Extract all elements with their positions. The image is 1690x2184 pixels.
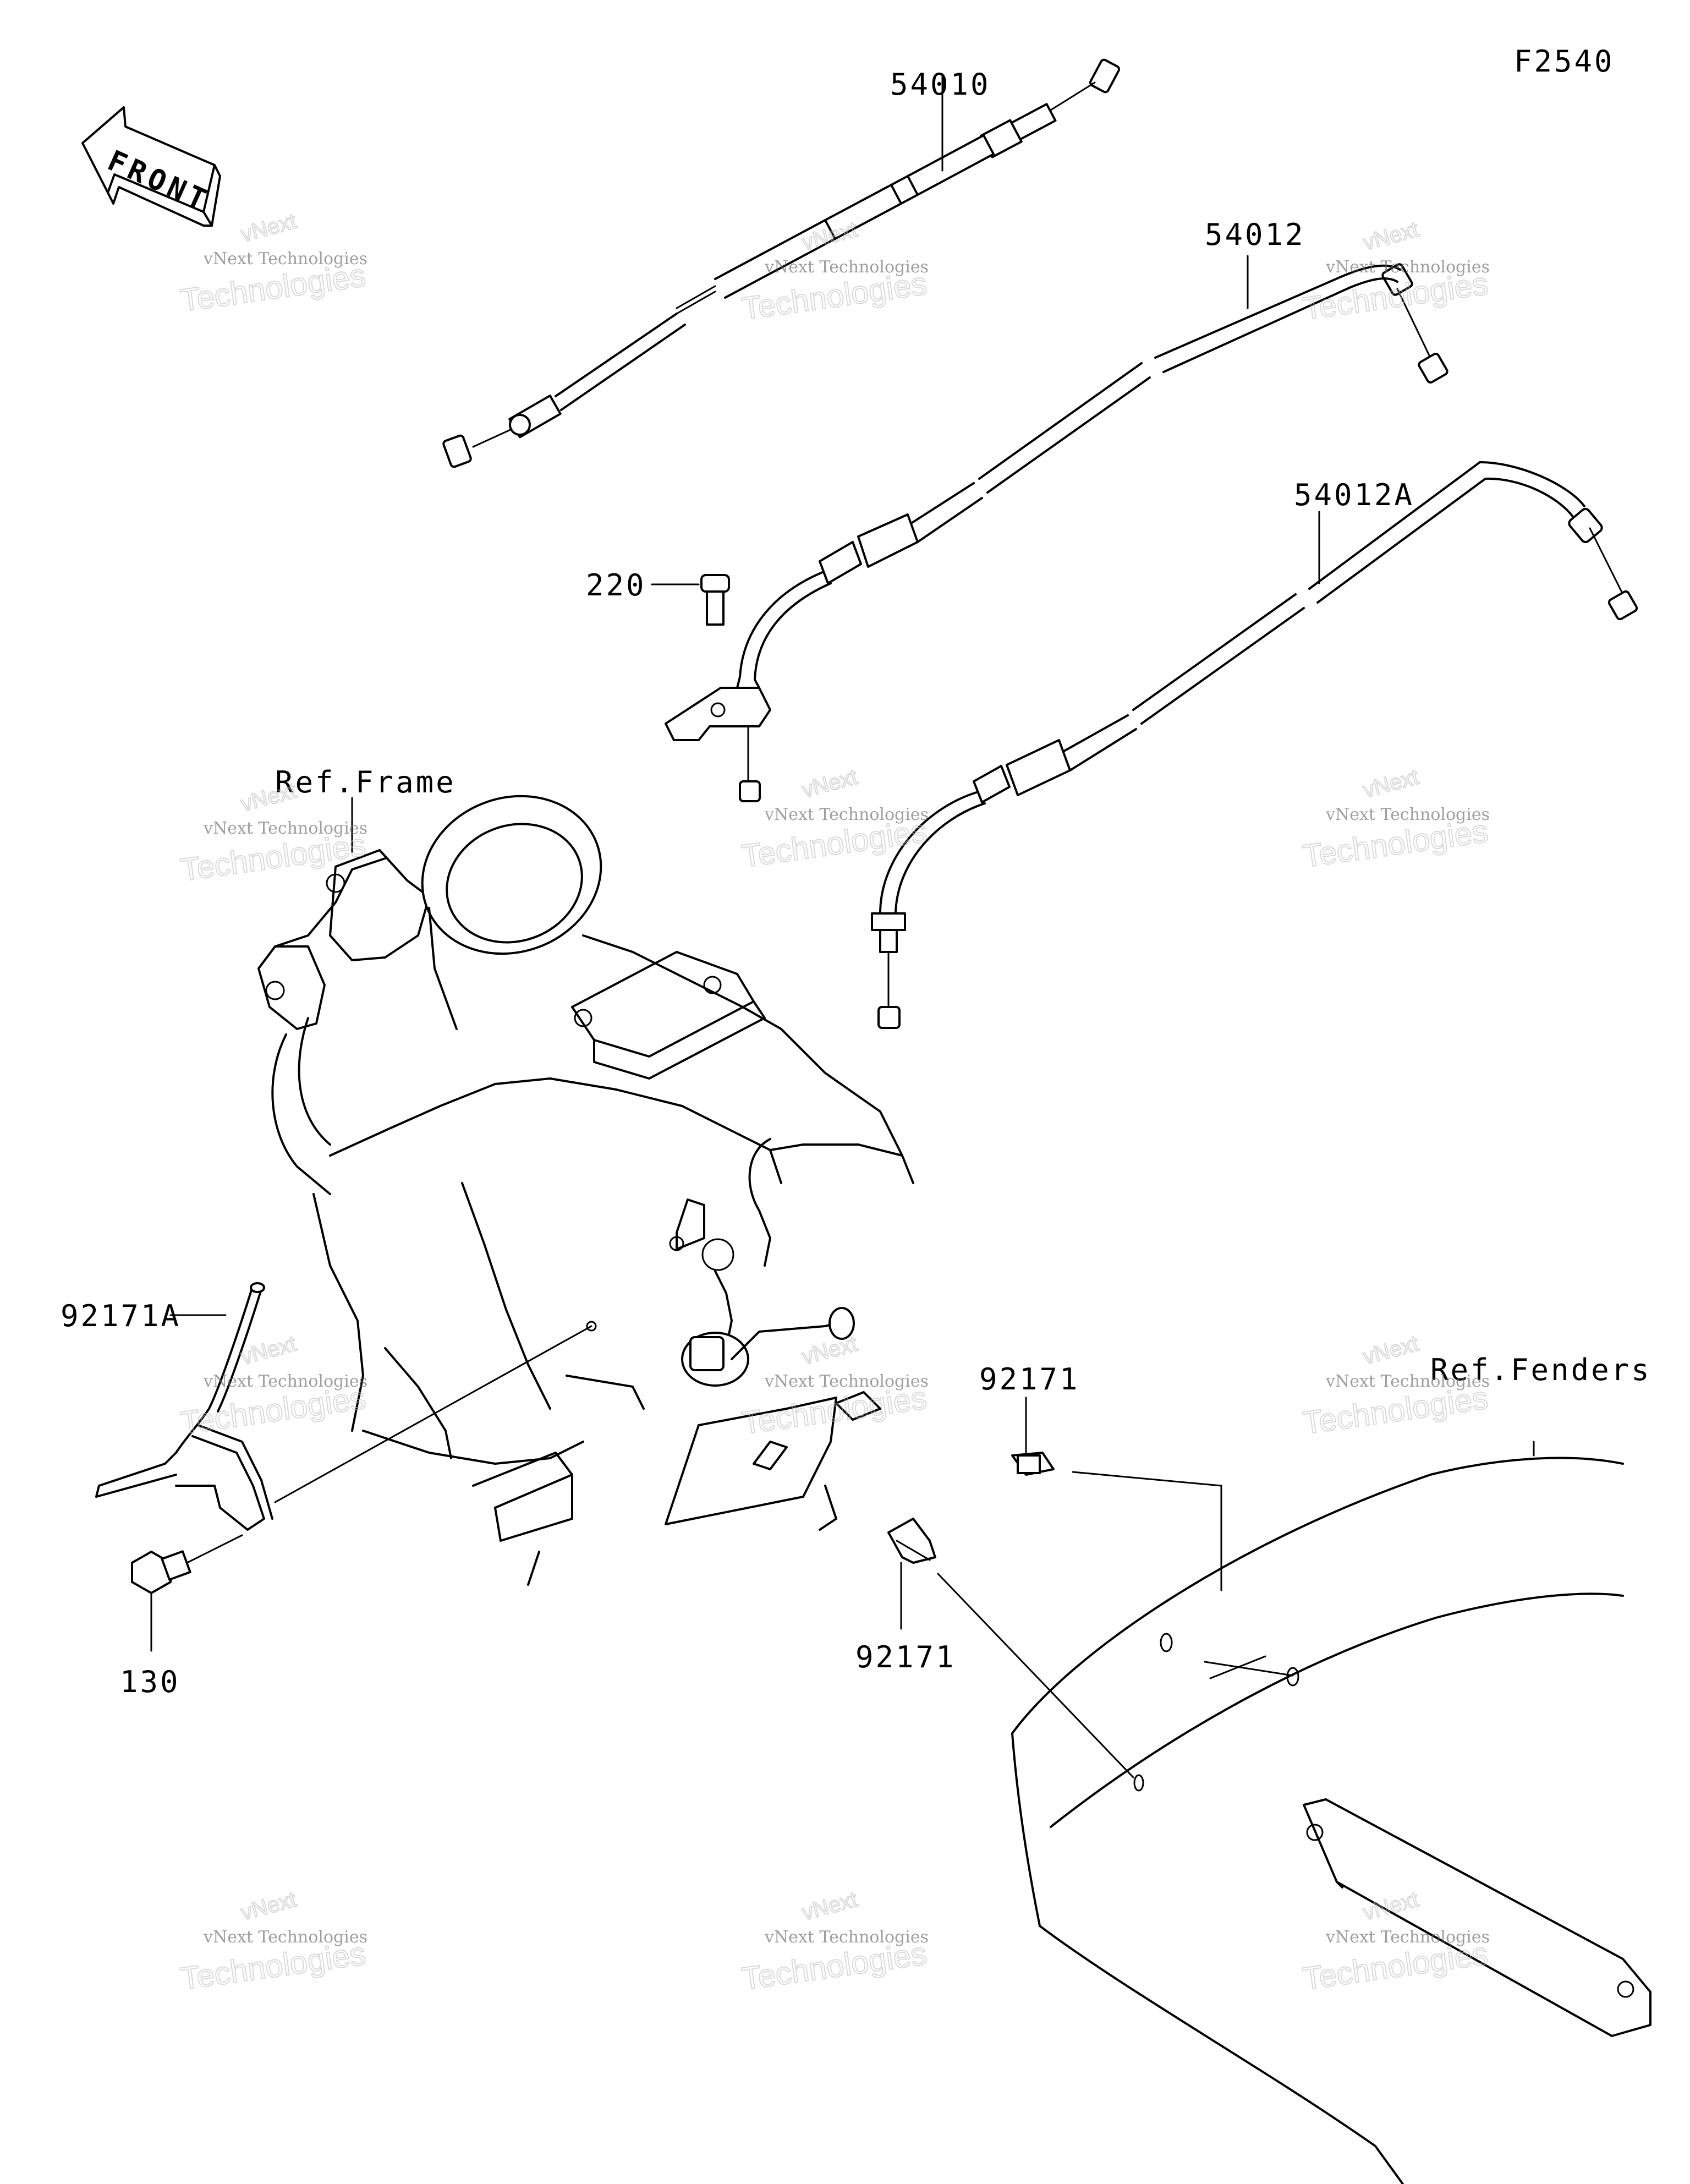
svg-text:vNext Technologies: vNext Technologies	[203, 1928, 367, 1947]
watermark-6: vNext vNext Technologies Technologies	[1300, 764, 1490, 875]
clamp-92171-top	[1011, 1397, 1294, 1677]
svg-text:vNext Technologies: vNext Technologies	[1325, 1372, 1490, 1391]
cable-54012A	[871, 461, 1638, 1029]
svg-text:vNext: vNext	[1360, 217, 1421, 255]
watermark-10: vNext vNext Technologies Technologies	[178, 1887, 368, 1997]
watermark-11: vNext vNext Technologies Technologies	[739, 1887, 929, 1997]
watermark-9: vNext vNext Technologies Technologies	[1300, 1331, 1490, 1442]
svg-text:vNext Technologies: vNext Technologies	[203, 819, 367, 838]
frame-reference	[257, 795, 914, 1586]
svg-text:vNext Technologies: vNext Technologies	[1325, 805, 1490, 824]
svg-text:vNext Technologies: vNext Technologies	[764, 1928, 929, 1947]
svg-text:vNext: vNext	[238, 209, 299, 247]
label-92171-bottom: 92171	[855, 1640, 956, 1674]
watermark-7: vNext vNext Technologies Technologies	[178, 1331, 368, 1442]
ref-frame-label: Ref.Frame	[275, 765, 456, 800]
cable-54010	[442, 58, 1120, 468]
svg-text:vNext: vNext	[238, 1887, 299, 1925]
svg-text:vNext Technologies: vNext Technologies	[1325, 258, 1490, 277]
figure-code: F2540	[1514, 44, 1615, 79]
svg-text:vNext: vNext	[238, 1332, 299, 1370]
svg-text:vNext Technologies: vNext Technologies	[1325, 1928, 1490, 1947]
svg-text:vNext: vNext	[1360, 1332, 1421, 1370]
ref-fenders-label: Ref.Fenders	[1430, 1353, 1651, 1387]
label-130: 130	[120, 1665, 180, 1699]
bolt-220	[651, 574, 730, 626]
cable-54012	[665, 263, 1448, 802]
svg-text:vNext: vNext	[799, 765, 860, 803]
watermark-5: vNext vNext Technologies Technologies	[739, 764, 929, 875]
label-54012A: 54012A	[1294, 478, 1414, 512]
svg-text:vNext: vNext	[799, 1887, 860, 1925]
svg-text:vNext Technologies: vNext Technologies	[764, 805, 929, 824]
svg-text:vNext Technologies: vNext Technologies	[203, 249, 367, 269]
svg-text:vNext Technologies: vNext Technologies	[764, 1372, 929, 1391]
svg-text:vNext Technologies: vNext Technologies	[764, 258, 929, 277]
svg-text:vNext Technologies: vNext Technologies	[203, 1372, 367, 1391]
watermark-3: vNext vNext Technologies Technologies	[1300, 217, 1490, 327]
label-220: 220	[586, 568, 646, 603]
clamp-92171-bottom	[887, 1518, 1134, 1778]
label-54010: 54010	[890, 67, 991, 102]
label-92171A: 92171A	[61, 1299, 181, 1333]
watermark-8: vNext vNext Technologies Technologies	[739, 1331, 929, 1442]
watermark-2: vNext vNext Technologies Technologies	[739, 217, 929, 327]
front-arrow-icon: FRONT	[81, 106, 221, 227]
svg-text:vNext: vNext	[238, 779, 299, 817]
bolt-130	[131, 1534, 243, 1652]
label-54012: 54012	[1205, 217, 1305, 252]
svg-text:vNext: vNext	[799, 1332, 860, 1370]
label-92171-top: 92171	[979, 1362, 1080, 1397]
svg-text:vNext: vNext	[1360, 765, 1421, 803]
wire-guide-92171A	[95, 1282, 592, 1531]
fender-reference	[1011, 1457, 1651, 2184]
